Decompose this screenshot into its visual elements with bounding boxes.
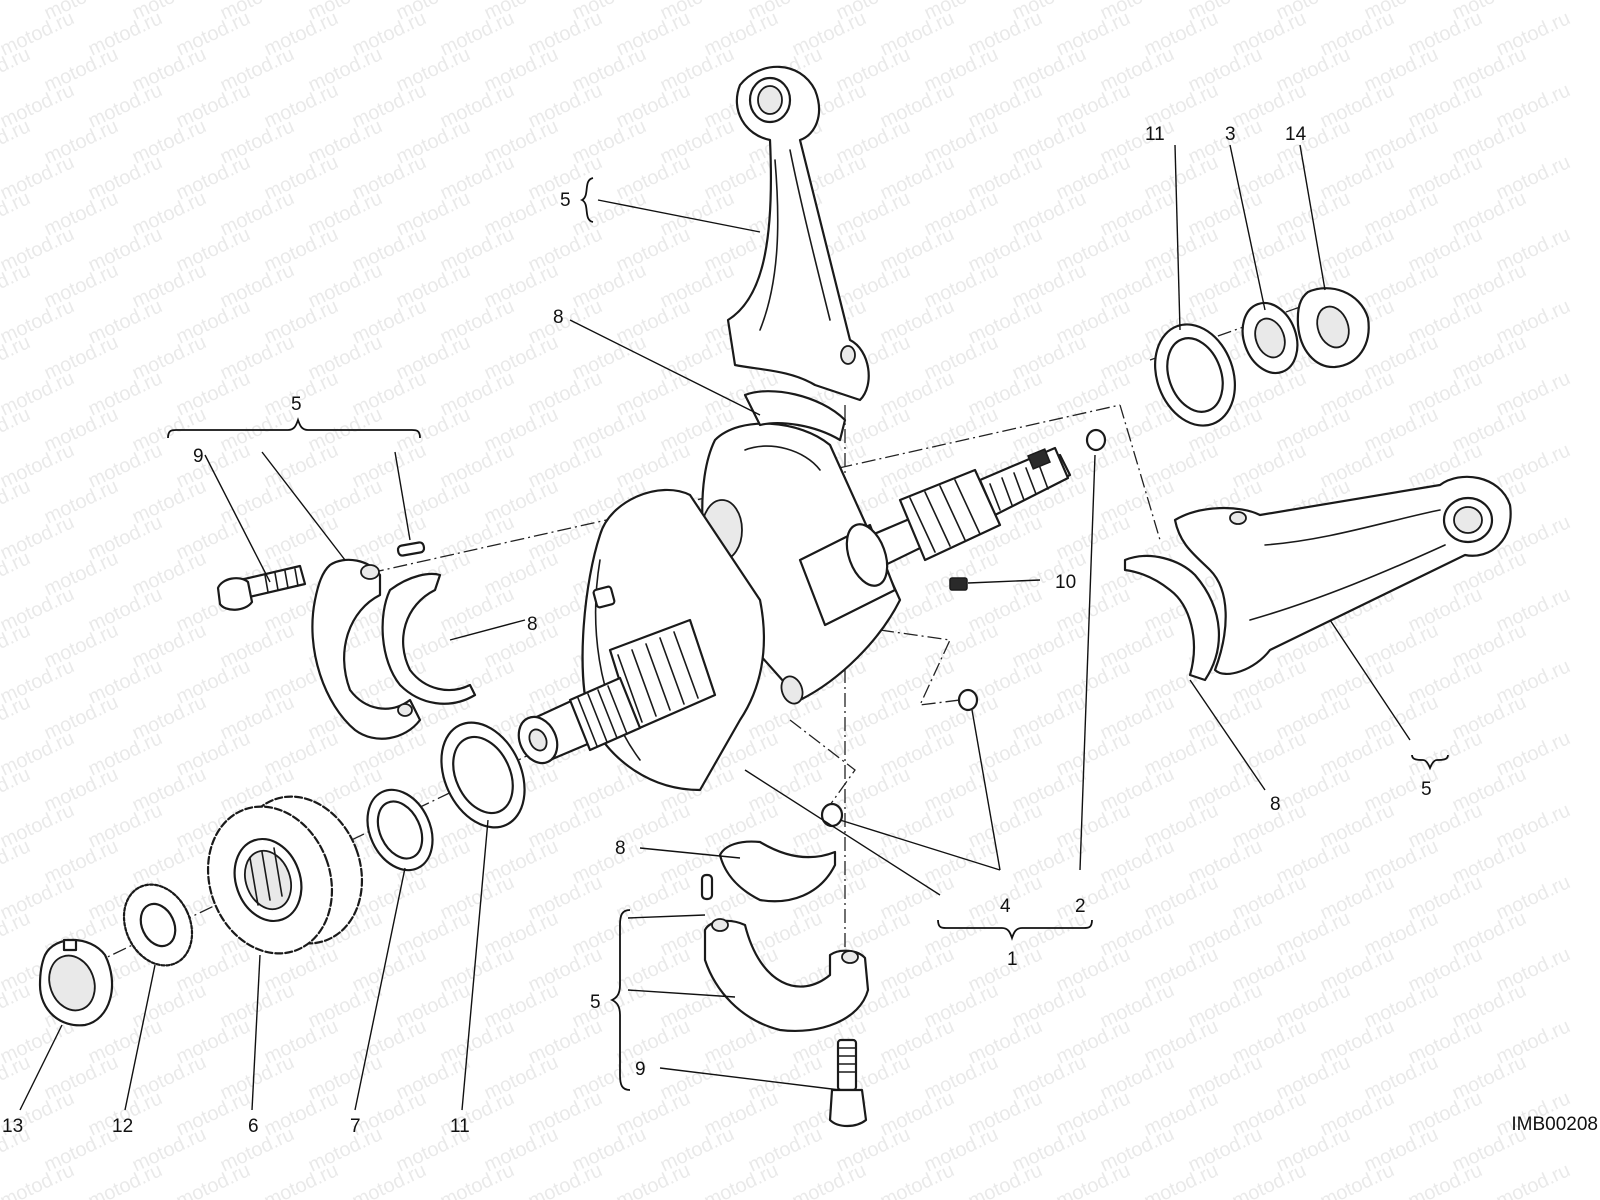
callout-14: 14: [1285, 124, 1307, 145]
watermark-text: motod.ru: [789, 1159, 870, 1200]
callout-8-bottom: 8: [615, 838, 626, 859]
watermark-text: motod.ru: [1405, 1159, 1486, 1200]
watermark-text: motod.ru: [1317, 1159, 1398, 1200]
callout-9-bottom: 9: [635, 1059, 646, 1080]
watermark-text: motod.ru: [613, 1159, 694, 1200]
connecting-rod-top: [726, 65, 870, 442]
callout-5-right: 5: [1421, 779, 1432, 800]
callout-8-top: 8: [553, 307, 564, 328]
watermark-text: motod.ru: [877, 1159, 958, 1200]
callout-10: 10: [1055, 572, 1076, 593]
callout-11-bottom: 11: [450, 1116, 470, 1137]
watermark-text: motod.ru: [0, 403, 34, 456]
watermark-text: motod.ru: [1493, 1159, 1574, 1200]
callout-5-bottom: 5: [590, 992, 601, 1013]
watermark-text: motod.ru: [85, 1159, 166, 1200]
connecting-rod-right: [1123, 475, 1512, 682]
callout-8-left: 8: [527, 614, 538, 635]
callout-labels: 5 8 5 9 8 11 3 14 10 8 5 8 4 2 1 5 9 11 …: [2, 124, 1598, 1137]
callout-11-top: 11: [1145, 124, 1165, 145]
callout-7: 7: [350, 1116, 361, 1137]
callout-13: 13: [2, 1116, 23, 1137]
watermark-text: motod.ru: [0, 187, 34, 240]
callout-3: 3: [1225, 124, 1236, 145]
watermark-text: motod.ru: [0, 907, 34, 960]
callout-5-left: 5: [291, 394, 302, 415]
connecting-rod-cap-left: [216, 541, 477, 740]
gear: [206, 795, 364, 955]
watermark-text: motod.ru: [1229, 1159, 1310, 1200]
watermark-text: motod.ru: [0, 835, 34, 888]
watermark-text: motod.ru: [0, 475, 34, 528]
watermark-text: motod.ru: [0, 619, 34, 672]
watermark-text: motod.ru: [0, 0, 34, 25]
watermark-text: motod.ru: [1053, 1159, 1134, 1200]
left-shaft-parts: [38, 721, 526, 1027]
group-braces: [167, 177, 1449, 1091]
watermark-text: motod.ru: [437, 1159, 518, 1200]
watermark-text: motod.ru: [173, 1159, 254, 1200]
figure-id: IMB00208: [1511, 1114, 1598, 1135]
watermark-text: motod.ru: [0, 547, 34, 600]
callout-9-left: 9: [193, 446, 204, 467]
watermark-text: motod.ru: [0, 331, 34, 384]
callout-4: 4: [1000, 896, 1011, 917]
connecting-rod-cap-bottom: [700, 840, 870, 1128]
watermark-text: motod.ru: [525, 1159, 606, 1200]
watermark-text: motod.ru: [0, 1051, 34, 1104]
right-shaft-parts: [1154, 287, 1370, 427]
watermark-text: motod.ru: [0, 115, 34, 168]
leader-lines: [19, 144, 1411, 1111]
callout-8-right: 8: [1270, 794, 1281, 815]
watermark-text: motod.ru: [0, 763, 34, 816]
watermark-text: motod.ru: [0, 1159, 78, 1200]
crankshaft: [517, 422, 1072, 792]
watermark-text: motod.ru: [1141, 1159, 1222, 1200]
watermark-text: motod.ru: [701, 1159, 782, 1200]
watermark-text: motod.ru: [349, 1159, 430, 1200]
watermark-text: motod.ru: [0, 691, 34, 744]
watermark-text: motod.ru: [965, 1159, 1046, 1200]
callout-5-top: 5: [560, 190, 571, 211]
watermark-text: motod.ru: [261, 1159, 342, 1200]
watermark-text: motod.ru: [0, 979, 34, 1032]
watermark-text: motod.ru: [0, 259, 34, 312]
callout-6: 6: [248, 1116, 259, 1137]
callout-2: 2: [1075, 896, 1086, 917]
callout-12: 12: [112, 1116, 133, 1137]
callout-1: 1: [1007, 949, 1018, 970]
watermark-text: motod.ru: [0, 43, 34, 96]
